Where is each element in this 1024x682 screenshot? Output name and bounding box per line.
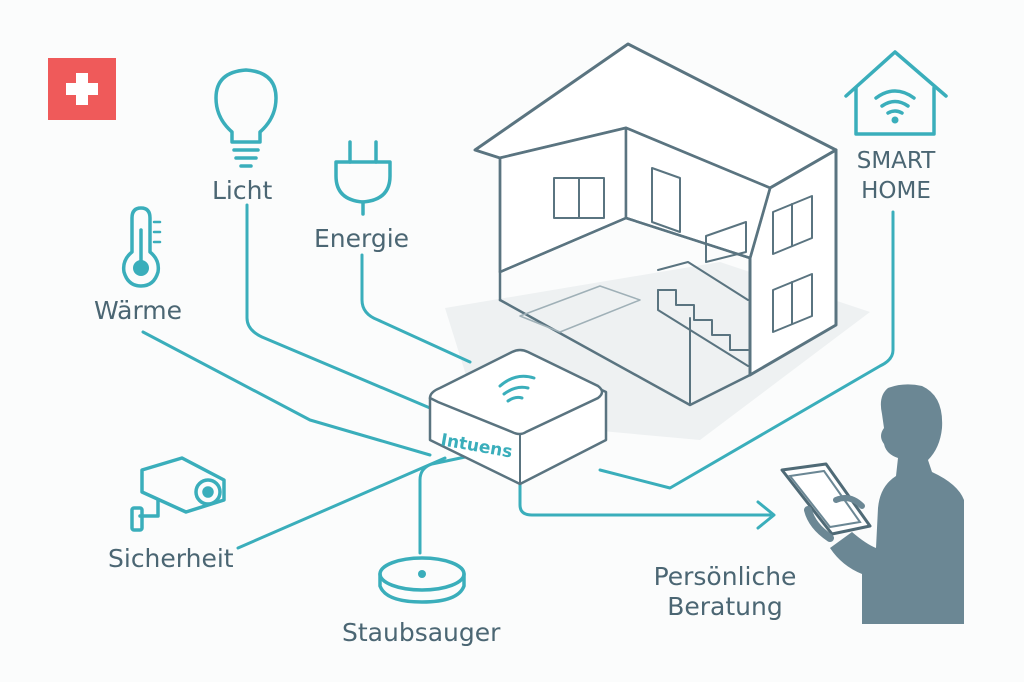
label-beratung-line2: Beratung	[667, 592, 783, 621]
lightbulb-icon	[214, 68, 278, 168]
label-waerme: Wärme	[94, 296, 183, 325]
line-beratung	[518, 474, 772, 517]
swiss-flag-icon	[48, 58, 116, 120]
thermometer-icon	[121, 206, 162, 288]
label-beratung-line1: Persönliche	[653, 562, 797, 591]
label-sicherheit: Sicherheit	[108, 544, 234, 573]
smart-home-wifi-icon	[844, 50, 948, 136]
line-sicherheit	[236, 456, 447, 550]
security-camera-icon	[130, 456, 226, 532]
line-energie	[360, 253, 472, 364]
house-cutaway-icon	[473, 42, 838, 407]
label-smart-home-line1: SMART	[856, 148, 936, 174]
label-smart-home-line2: HOME	[861, 178, 931, 204]
plug-icon	[334, 140, 392, 216]
line-licht	[245, 203, 432, 410]
line-waerme	[141, 330, 432, 457]
label-licht: Licht	[212, 176, 273, 205]
label-smart-home: SMART HOME	[846, 146, 946, 206]
person-with-tablet-icon	[780, 384, 964, 624]
connector-lines	[141, 203, 895, 555]
label-beratung: Persönliche Beratung	[640, 562, 810, 622]
label-energie: Energie	[314, 224, 410, 253]
line-smart-home	[598, 210, 895, 490]
wifi-hub-icon: Intuens	[428, 348, 608, 486]
line-staubsauger	[418, 454, 472, 555]
arrow-head-beratung	[756, 500, 776, 530]
robot-vacuum-icon	[378, 556, 466, 604]
label-staubsauger: Staubsauger	[342, 618, 501, 647]
